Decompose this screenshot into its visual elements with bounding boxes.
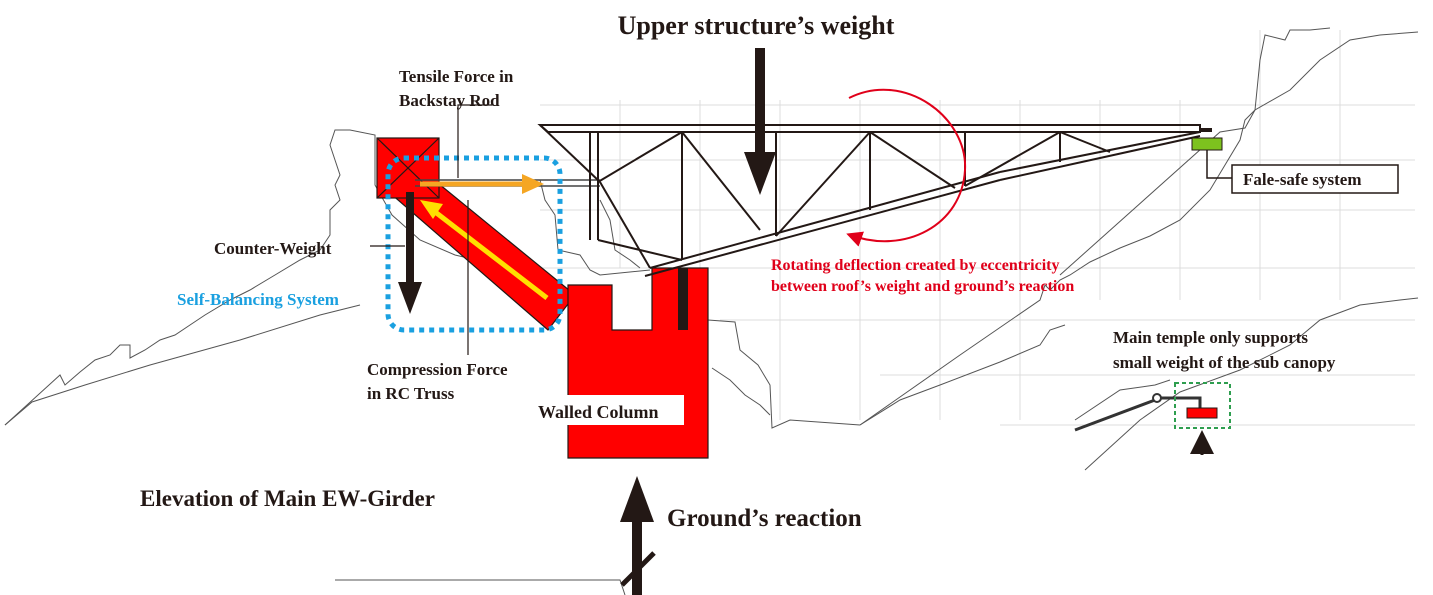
- hinge-icon: [1152, 393, 1162, 403]
- column-core: [678, 268, 688, 330]
- inset-dashed-box: [1174, 382, 1231, 429]
- inset-red-support: [1186, 407, 1218, 419]
- self-balancing-dotted-box: [385, 155, 563, 333]
- upper-weight-label: Upper structure’s weight: [618, 11, 895, 40]
- elevation-title: Elevation of Main EW-Girder: [140, 486, 435, 511]
- fail-safe-block: [1191, 137, 1223, 151]
- sub-canopy-inset: [1074, 382, 1231, 455]
- fail-safe-box: [1231, 164, 1399, 194]
- main-temple-label-line2: small weight of the sub canopy: [1113, 353, 1336, 372]
- compression-label-line2: in RC Truss: [367, 384, 455, 403]
- self-balancing-label: Self-Balancing System: [177, 290, 339, 309]
- counter-weight-label: Counter-Weight: [214, 239, 332, 258]
- rotating-deflection-arrow: [846, 88, 967, 247]
- leader-lines: [370, 104, 492, 355]
- main-temple-label-line1: Main temple only supports: [1113, 328, 1308, 347]
- force-arrows: [398, 48, 967, 595]
- walled-column-label: Walled Column: [538, 402, 659, 422]
- labels: Upper structure’s weight Tensile Force i…: [140, 11, 1362, 532]
- rotating-label-line1: Rotating deflection created by eccentric…: [771, 257, 1060, 274]
- tensile-label-line1: Tensile Force in: [399, 67, 514, 86]
- rotating-label-line2: between roof’s weight and ground’s react…: [771, 278, 1074, 295]
- fail-safe-leader: [1206, 150, 1232, 179]
- roof-truss: [537, 124, 1201, 277]
- sub-canopy-roof-line: [1074, 398, 1156, 432]
- ground-reaction-label: Ground’s reaction: [667, 505, 862, 532]
- walled-column-label-bg: [530, 395, 684, 425]
- fail-safe-label: Fale-safe system: [1243, 170, 1362, 189]
- compression-label-line1: Compression Force: [367, 360, 508, 379]
- terrain-outline: [4, 27, 1419, 595]
- compression-force-arrow: [428, 206, 549, 300]
- tensile-label-line2: Backstay Rod: [399, 91, 500, 110]
- background-grid: [540, 30, 1415, 426]
